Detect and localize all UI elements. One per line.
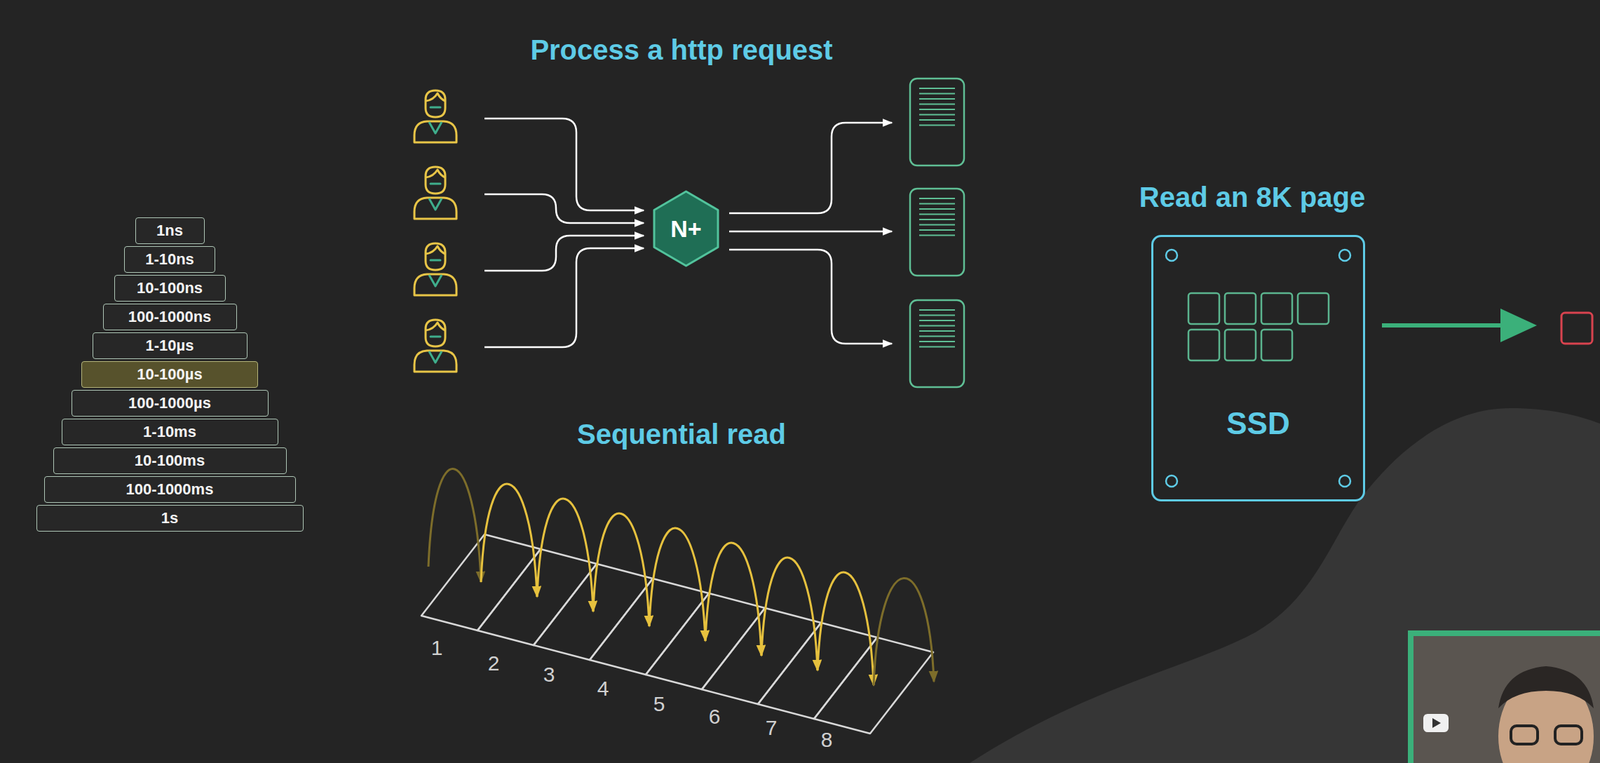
page-block [1561, 312, 1593, 344]
latency-tier: 100-1000µs [71, 389, 269, 417]
latency-tier: 10-100ms [53, 447, 287, 474]
read-arc [705, 542, 762, 656]
cell-number: 7 [765, 715, 778, 741]
server-icon [910, 78, 965, 166]
tier-label: 100-1000ns [128, 307, 212, 327]
memory-chip [1261, 293, 1293, 324]
cell-number: 8 [821, 727, 833, 753]
request-arrow [484, 194, 644, 223]
cell-number: 4 [597, 675, 610, 702]
read-arc [537, 498, 594, 612]
read-arc [480, 483, 538, 597]
read-arc [873, 577, 934, 686]
request-arrow [484, 118, 644, 211]
output-arrow [1381, 323, 1502, 328]
memory-chip [1224, 293, 1256, 324]
user-icon [414, 166, 457, 219]
tier-label: 1-10ns [145, 250, 195, 269]
memory-chip [1188, 329, 1220, 361]
read-arc [817, 572, 874, 686]
play-icon [1423, 713, 1449, 732]
tier-label: 10-100ms [134, 451, 205, 470]
forward-arrow [729, 230, 892, 233]
memory-chip [1297, 293, 1329, 324]
memory-chip [1224, 329, 1256, 361]
read-arc [428, 469, 481, 582]
latency-tier: 1-10ms [61, 418, 279, 446]
latency-tier: 1-10ns [124, 246, 216, 273]
user-icon [414, 319, 457, 372]
tier-label: 100-1000ms [126, 480, 214, 499]
glasses [1555, 725, 1582, 744]
storage-cell [645, 593, 765, 690]
webcam [1407, 630, 1600, 763]
server-icon [910, 300, 965, 388]
request-arrows [484, 118, 892, 348]
read-arcs [428, 469, 934, 686]
read-arc [761, 557, 818, 671]
tier-label: 1s [161, 509, 179, 528]
read-arc [649, 527, 706, 641]
screw [1165, 475, 1178, 487]
storage-cell [814, 637, 934, 734]
latency-tier: 100-1000ms [44, 476, 296, 503]
request-arrow [484, 235, 644, 271]
storage-cell [533, 563, 653, 660]
proxy-label: N+ [670, 214, 702, 244]
cell-number: 3 [543, 661, 556, 688]
screw [1339, 249, 1351, 261]
play-triangle [1432, 717, 1441, 728]
memory-chip [1261, 329, 1293, 361]
latency-tier: 10-100ns [114, 274, 226, 302]
tier-label: 100-1000µs [128, 394, 212, 413]
user-icon [414, 90, 457, 143]
ssd-chips [1188, 293, 1329, 361]
section-title: Process a http request [530, 32, 833, 67]
tier-label: 1-10ms [143, 422, 197, 442]
latency-tier: 1-10µs [92, 332, 248, 359]
section-title: Read an 8K page [1139, 180, 1366, 214]
tier-label: 10-100ns [136, 279, 203, 298]
tier-label: 1ns [156, 221, 183, 240]
hexagon-shape [654, 191, 718, 266]
proxy-hexagon: N+ [652, 189, 721, 268]
screw [1165, 249, 1178, 261]
cell-number: 1 [431, 635, 444, 661]
latency-tier: 1s [36, 504, 304, 532]
tier-label: 10-100µs [136, 365, 202, 384]
storage-cell [589, 578, 709, 675]
output-arrowhead [1500, 308, 1537, 343]
forward-arrow [729, 122, 892, 214]
cell-number: 2 [487, 650, 500, 676]
forward-arrow [729, 249, 892, 344]
memory-chip [1188, 293, 1220, 324]
section-title: Sequential read [577, 417, 786, 451]
storage-cells [421, 534, 934, 734]
ssd-screws [1165, 249, 1351, 487]
cell-number: 5 [653, 691, 666, 717]
ssd-label: SSD [1226, 405, 1290, 443]
storage-cell [757, 622, 878, 719]
latency-tier: 100-1000ns [103, 303, 237, 331]
request-arrow [484, 248, 644, 348]
screw [1339, 475, 1351, 487]
storage-cell [477, 548, 597, 646]
cell-number: 6 [708, 703, 721, 730]
ssd-drive: SSD [1151, 234, 1366, 502]
storage-cell [701, 607, 822, 704]
latency-tier: 1ns [135, 217, 205, 244]
glasses [1510, 725, 1538, 744]
hair [1498, 666, 1594, 709]
read-arc [593, 513, 650, 627]
server-icon [910, 188, 965, 276]
storage-cell [421, 534, 541, 631]
user-icon [414, 243, 457, 296]
tier-label: 1-10µs [145, 336, 195, 355]
latency-tier: 10-100µs [81, 361, 259, 388]
